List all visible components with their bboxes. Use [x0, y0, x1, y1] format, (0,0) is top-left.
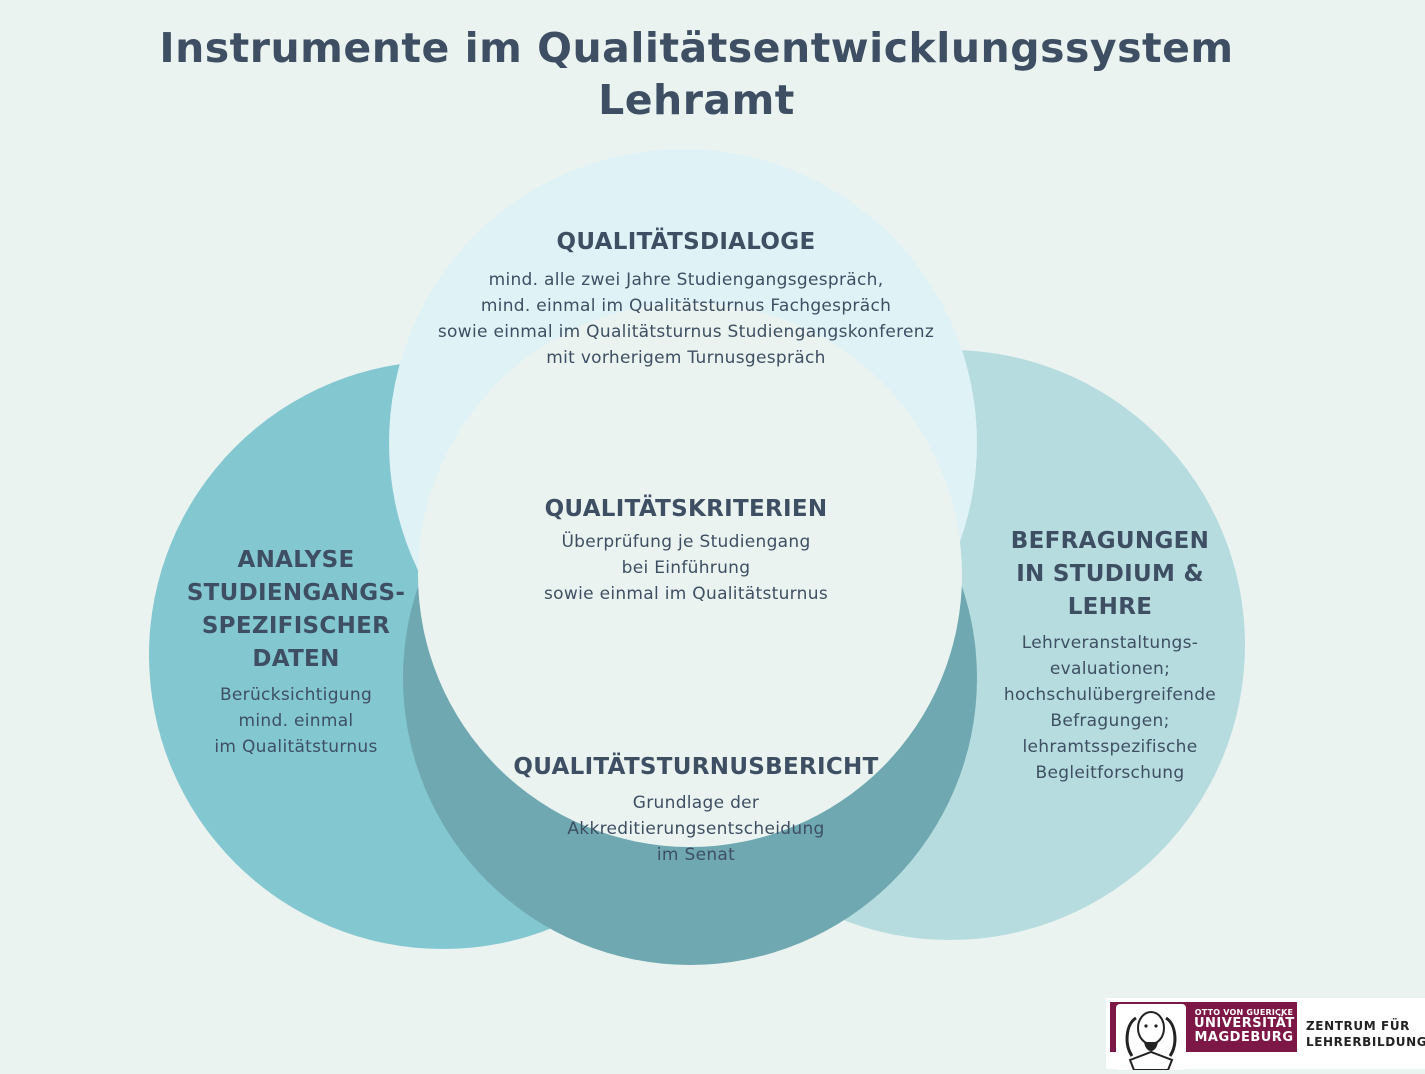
befragungen-line: Befragungen;	[1050, 711, 1170, 731]
logo-uni-line-2: MAGDEBURG	[1194, 1030, 1294, 1045]
zentrum-line-2: LEHRERBILDUNG	[1306, 1035, 1425, 1049]
befragungen-line: Lehrveranstaltungs-	[1021, 633, 1199, 653]
kriterien-heading: QUALITÄTSKRITERIEN	[544, 496, 828, 522]
title-line-1: Instrumente im Qualitätsentwicklungssyst…	[159, 24, 1234, 72]
title-line-2: Lehramt	[598, 76, 795, 124]
university-name: OTTO VON GUERICKE UNIVERSITÄT MAGDEBURG	[1194, 1008, 1294, 1045]
dialoge-line: mind. alle zwei Jahre Studiengangsgesprä…	[488, 270, 884, 290]
logo-uni-line-1: UNIVERSITÄT	[1194, 1016, 1295, 1031]
kriterien-line: Überprüfung je Studiengang	[561, 532, 811, 552]
turnusbericht-text: Grundlage der Akkreditierungsentscheidun…	[476, 790, 916, 868]
dialoge-label: QUALITÄTSDIALOGE mind. alle zwei Jahre S…	[400, 226, 972, 371]
portrait-icon	[1116, 1004, 1186, 1071]
dialoge-line: mit vorherigem Turnusgespräch	[546, 348, 826, 368]
logo-small-text: OTTO VON GUERICKE	[1194, 1008, 1294, 1017]
analyse-line: im Qualitätsturnus	[214, 737, 378, 757]
befragungen-line: hochschulübergreifende	[1003, 685, 1217, 705]
turnusbericht-line: im Senat	[656, 845, 736, 865]
analyse-heading-line: STUDIENGANGS-	[186, 580, 406, 606]
analyse-heading-line: SPEZIFISCHER	[201, 613, 391, 639]
turnusbericht-line: Akkreditierungsentscheidung	[567, 819, 825, 839]
analyse-heading-line: DATEN	[252, 646, 340, 672]
befragungen-heading-line: IN STUDIUM &	[1016, 561, 1204, 587]
kriterien-line: bei Einführung	[621, 558, 751, 578]
zentrum-line-1: ZENTRUM FÜR	[1306, 1019, 1411, 1033]
dialoge-heading: QUALITÄTSDIALOGE	[556, 229, 816, 255]
kriterien-text: Überprüfung je Studiengang bei Einführun…	[486, 529, 886, 607]
dialoge-line: sowie einmal im Qualitätsturnus Studieng…	[437, 322, 935, 342]
befragungen-line: lehramtsspezifische	[1022, 737, 1198, 757]
circle-kriterien	[418, 303, 962, 847]
turnusbericht-heading: QUALITÄTSTURNUSBERICHT	[513, 754, 879, 780]
kriterien-label: QUALITÄTSKRITERIEN Überprüfung je Studie…	[486, 493, 886, 607]
befragungen-heading-line: BEFRAGUNGEN	[1010, 528, 1210, 554]
turnusbericht-label: QUALITÄTSTURNUSBERICHT Grundlage der Akk…	[476, 751, 916, 868]
analyse-heading-line: ANALYSE	[237, 547, 355, 573]
analyse-heading: ANALYSE STUDIENGANGS- SPEZIFISCHER DATEN	[176, 544, 416, 676]
kriterien-line: sowie einmal im Qualitätsturnus	[544, 584, 828, 604]
analyse-line: Berücksichtigung	[219, 685, 373, 705]
university-crest: OTTO VON GUERICKE UNIVERSITÄT MAGDEBURG	[1110, 1002, 1297, 1071]
befragungen-heading: BEFRAGUNGEN IN STUDIUM & LEHRE	[982, 525, 1238, 624]
dialoge-text: mind. alle zwei Jahre Studiengangsgesprä…	[400, 267, 972, 371]
university-logo: OTTO VON GUERICKE UNIVERSITÄT MAGDEBURG …	[1106, 998, 1425, 1071]
page-title: Instrumente im Qualitätsentwicklungssyst…	[0, 22, 1393, 126]
analyse-line: mind. einmal	[238, 711, 354, 731]
zentrum-name: ZENTRUM FÜR LEHRERBILDUNG	[1306, 1018, 1425, 1050]
analyse-label: ANALYSE STUDIENGANGS- SPEZIFISCHER DATEN…	[176, 544, 416, 760]
befragungen-heading-line: LEHRE	[1067, 594, 1153, 620]
befragungen-line: evaluationen;	[1049, 659, 1171, 679]
befragungen-line: Begleitforschung	[1035, 763, 1185, 783]
befragungen-label: BEFRAGUNGEN IN STUDIUM & LEHRE Lehrveran…	[982, 525, 1238, 786]
befragungen-text: Lehrveranstaltungs- evaluationen; hochsc…	[982, 630, 1238, 786]
dialoge-line: mind. einmal im Qualitätsturnus Fachgesp…	[480, 296, 892, 316]
analyse-text: Berücksichtigung mind. einmal im Qualitä…	[176, 682, 416, 760]
turnusbericht-line: Grundlage der	[632, 793, 760, 813]
